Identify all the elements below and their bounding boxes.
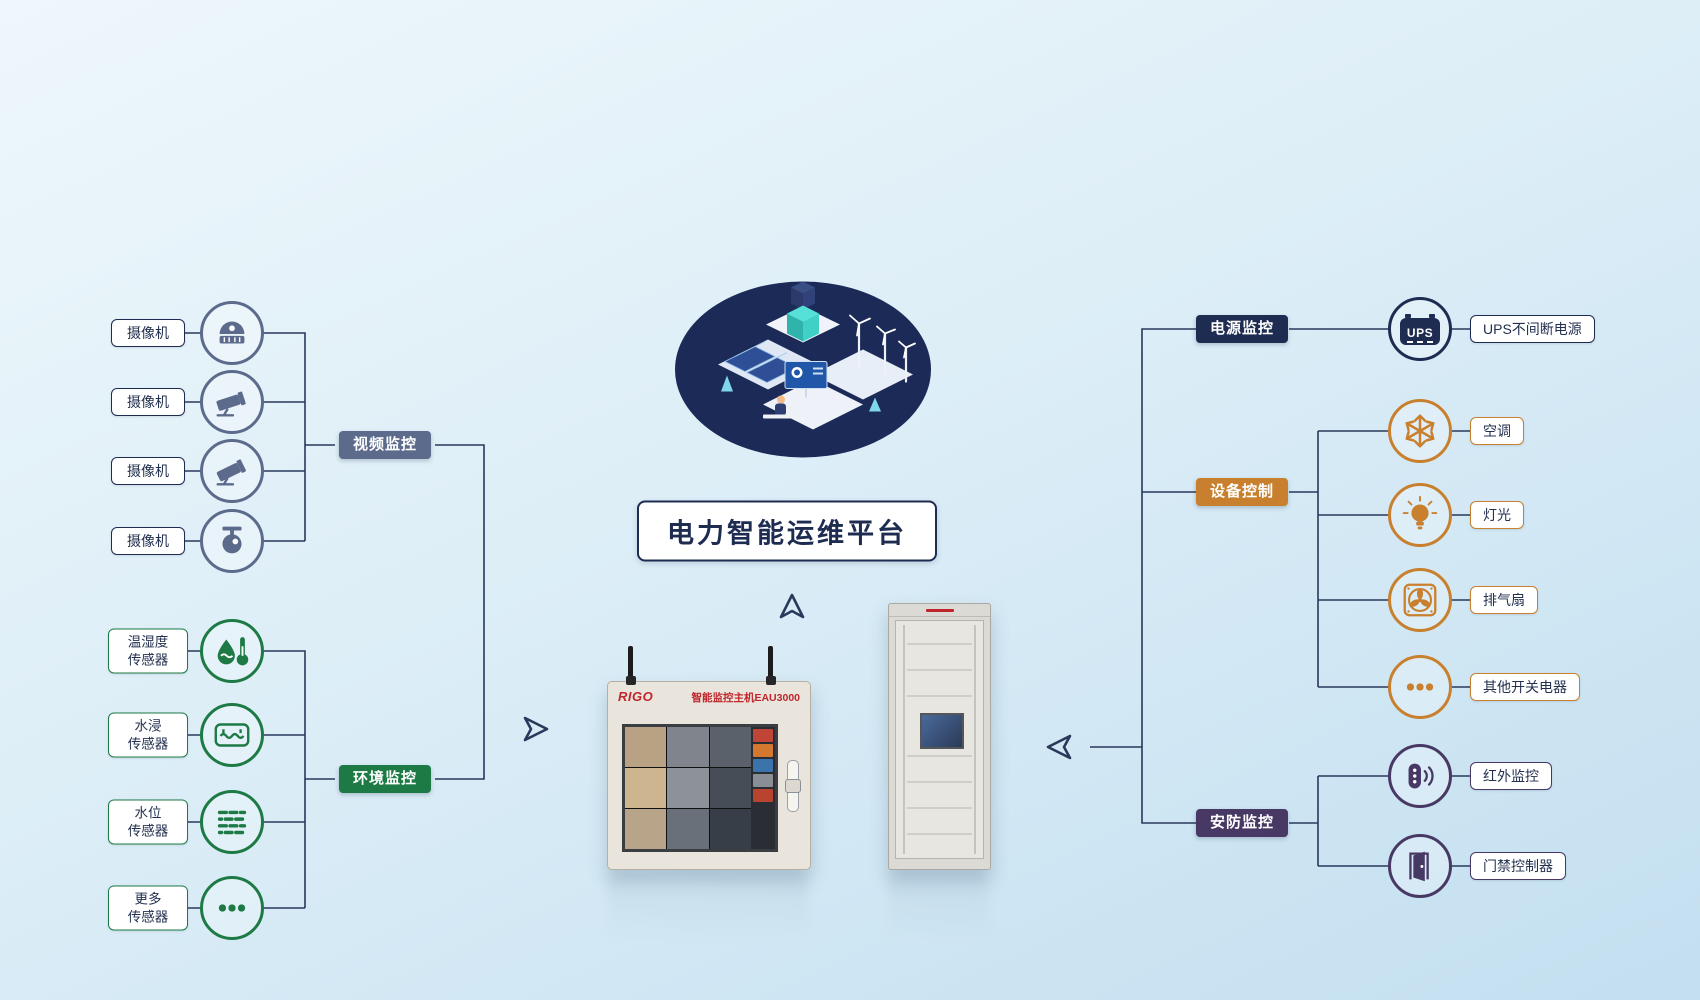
ups-label: UPS: [1406, 325, 1434, 343]
camera-feed-cell: [625, 727, 667, 767]
camera-label-4: 摄像机: [111, 527, 185, 555]
water-level-icon: [200, 790, 264, 854]
sensor-label-line1: 更多: [134, 891, 162, 907]
rack-display: [920, 713, 964, 749]
screen-button: [753, 774, 773, 787]
camera-feed-cell: [709, 768, 751, 808]
rack-shelf: [907, 755, 972, 757]
sensor-label-3: 水位 传感器: [108, 799, 188, 845]
sensor-label-line2: 传感器: [127, 652, 169, 667]
door-icon: [1388, 834, 1452, 898]
slider-knob: [785, 779, 801, 793]
other-devices-label-box: 其他开关电器: [1470, 673, 1580, 701]
arrow-up-icon: [774, 589, 810, 625]
more-dots-icon: [1388, 655, 1452, 719]
water-leak-icon: [200, 703, 264, 767]
camera-feed-cell: [709, 809, 751, 849]
rack-rail: [974, 625, 976, 854]
host-model-text: 智能监控主机EAU3000: [691, 692, 800, 704]
antenna-icon: [765, 646, 776, 685]
power-monitoring-group: 电源监控: [1195, 315, 1289, 343]
rack-reflection: [888, 872, 989, 942]
rack-logo: [925, 608, 954, 612]
infrared-icon: [1388, 744, 1452, 808]
screen-button: [753, 744, 773, 757]
video-monitoring-group: 视频监控: [338, 431, 432, 459]
dome-camera-icon: [200, 301, 264, 365]
infrared-label-box: 红外监控: [1470, 762, 1552, 790]
rack-top-panel: [889, 604, 990, 617]
security-monitoring-group: 安防监控: [1195, 809, 1289, 837]
screen-side-buttons: [751, 727, 775, 849]
camera-feed-cell: [667, 727, 709, 767]
more-dots-icon: [200, 876, 264, 940]
camera-feed-cell: [625, 809, 667, 849]
rack-shelf: [907, 643, 972, 645]
screen-button: [753, 729, 773, 742]
rack-rail: [903, 625, 905, 854]
ups-icon: UPS: [1388, 297, 1452, 361]
rack-shelf: [907, 833, 972, 835]
sensor-label-line2: 传感器: [127, 909, 169, 924]
camera-feed-cell: [709, 727, 751, 767]
host-header: RIGO 智能监控主机EAU3000: [608, 682, 810, 708]
access-control-label-box: 门禁控制器: [1470, 852, 1566, 880]
page-title: 电力智能运维平台: [637, 500, 937, 562]
rack-door: [895, 620, 984, 859]
sensor-label-line2: 传感器: [127, 823, 169, 838]
camera-label-2: 摄像机: [111, 388, 185, 416]
camera-feed-cell: [667, 809, 709, 849]
screen-button: [753, 759, 773, 772]
exhaust-fan-label-box: 排气扇: [1470, 586, 1538, 614]
host-screen: [622, 724, 778, 852]
rack-shelf: [907, 781, 972, 783]
camera-feed-grid: [625, 727, 751, 849]
host-reflection: [607, 872, 809, 942]
sensor-label-line2: 传感器: [127, 736, 169, 751]
server-rack: [888, 603, 991, 870]
sensor-label-line1: 水位: [134, 805, 162, 821]
arrow-left-icon: [1042, 729, 1078, 765]
camera-feed-cell: [667, 768, 709, 808]
sensor-label-line1: 温湿度: [127, 634, 169, 650]
fan-icon: [1388, 568, 1452, 632]
sensor-label-line1: 水浸: [134, 718, 162, 734]
arrow-right-icon: [517, 711, 553, 747]
light-label-box: 灯光: [1470, 501, 1524, 529]
rack-shelf: [907, 695, 972, 697]
device-control-group: 设备控制: [1195, 478, 1289, 506]
temp-humidity-icon: [200, 619, 264, 683]
snowflake-icon: [1388, 399, 1452, 463]
antenna-icon: [625, 646, 636, 685]
camera-label-3: 摄像机: [111, 457, 185, 485]
platform-illustration: [663, 270, 943, 475]
screen-button: [753, 789, 773, 802]
environment-monitoring-group: 环境监控: [338, 765, 432, 793]
sensor-label-1: 温湿度 传感器: [108, 628, 188, 674]
ptz-camera-icon: [200, 509, 264, 573]
sensor-label-2: 水浸 传感器: [108, 712, 188, 758]
rack-shelf: [907, 807, 972, 809]
camera-label-1: 摄像机: [111, 319, 185, 347]
bullet-camera-icon: [200, 370, 264, 434]
sensor-label-4: 更多 传感器: [108, 885, 188, 931]
ups-label-box: UPS不间断电源: [1470, 315, 1595, 343]
bulb-icon: [1388, 483, 1452, 547]
monitoring-host-device: RIGO 智能监控主机EAU3000: [607, 646, 811, 870]
host-brand-logo: RIGO: [618, 689, 654, 704]
bullet-camera-icon: [200, 439, 264, 503]
ac-label-box: 空调: [1470, 417, 1524, 445]
camera-feed-cell: [625, 768, 667, 808]
rack-shelf: [907, 669, 972, 671]
host-slider: [785, 760, 801, 812]
